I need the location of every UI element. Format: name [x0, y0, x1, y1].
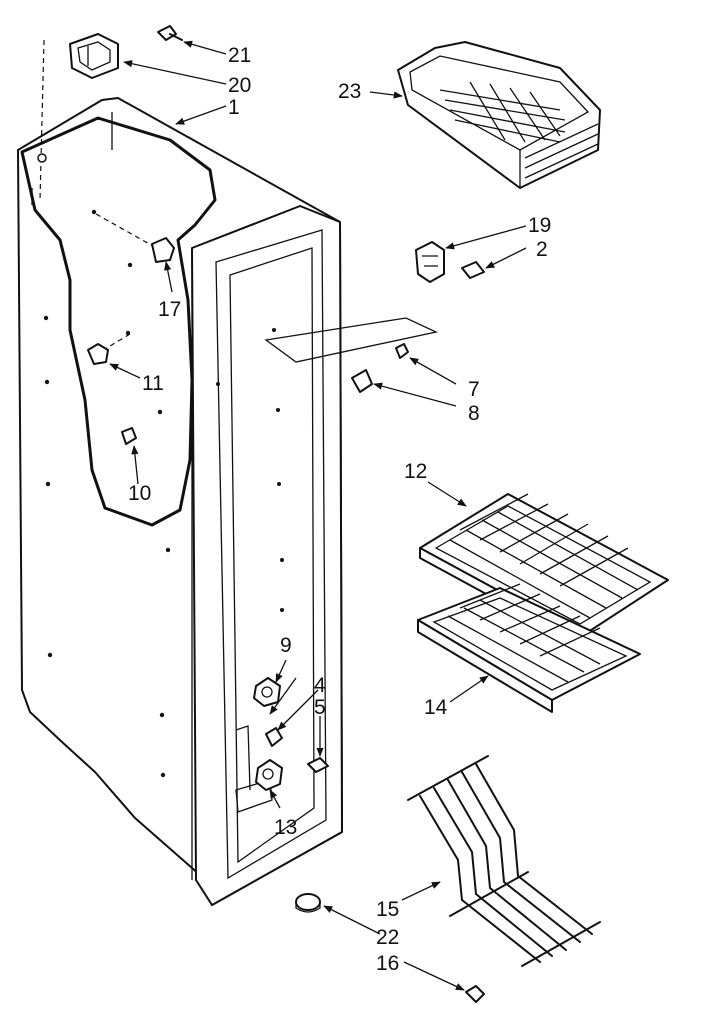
callout-14: 14 [424, 696, 448, 719]
fastener-part-10 [121, 427, 137, 445]
screw-part-21 [157, 25, 183, 41]
callout-17: 17 [158, 298, 181, 321]
callout-13: 13 [274, 816, 297, 839]
callout-19: 19 [528, 214, 551, 237]
plug-part-22 [295, 893, 321, 913]
callout-1: 1 [228, 96, 240, 119]
screw-part-5 [307, 757, 329, 773]
callout-12: 12 [404, 460, 427, 483]
callout-21: 21 [228, 44, 251, 67]
freezer-liner [17, 39, 343, 906]
callout-23: 23 [338, 80, 361, 103]
callout-22: 22 [376, 926, 399, 949]
callout-15: 15 [376, 898, 399, 921]
fastener-part-11 [87, 333, 131, 365]
callout-20: 20 [228, 74, 251, 97]
callout-9: 9 [280, 634, 292, 657]
callout-4: 4 [314, 674, 326, 697]
foot-part-16 [465, 985, 485, 1003]
clip-part-17 [95, 213, 175, 263]
callout-11: 11 [142, 372, 164, 395]
shelf-support-parts-7-8 [264, 317, 439, 393]
top-bracket-part-20 [69, 33, 119, 79]
callout-8: 8 [468, 402, 480, 425]
ice-bin-part-23 [397, 41, 601, 189]
shelf-part-14 [417, 583, 641, 713]
callout-10: 10 [128, 482, 151, 505]
wire-rack-part-15 [407, 755, 601, 967]
callout-16: 16 [376, 952, 399, 975]
leader-lines [109, 40, 527, 991]
callout-5: 5 [314, 696, 326, 719]
thermostat-part-13 [255, 759, 283, 791]
callout-2: 2 [536, 238, 548, 261]
screw-part-2 [461, 261, 485, 279]
callout-7: 7 [468, 378, 480, 401]
bracket-part-19 [415, 241, 445, 283]
callout-labels: 21 20 1 23 19 2 17 11 7 8 10 12 9 4 5 14… [128, 44, 551, 975]
bracket-part-4 [265, 727, 283, 747]
